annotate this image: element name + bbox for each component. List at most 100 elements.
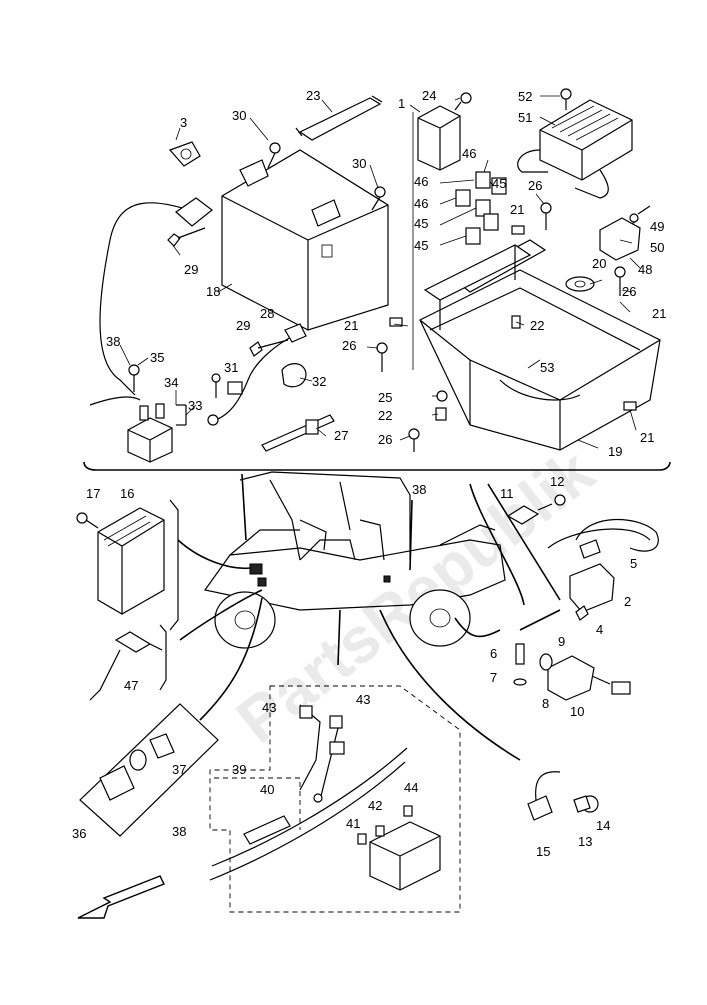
callout-label: 32 bbox=[312, 374, 326, 389]
wire-harness-main bbox=[89, 197, 213, 406]
callout-label: 25 bbox=[378, 390, 392, 405]
callout-label: 31 bbox=[224, 360, 238, 375]
callout-label: 47 bbox=[124, 678, 138, 693]
nut-25 bbox=[436, 390, 448, 402]
callout-label: 43 bbox=[262, 700, 276, 715]
callout-label: 22 bbox=[378, 408, 392, 423]
front-arrow-icon bbox=[77, 875, 165, 919]
ecu-module bbox=[517, 99, 633, 199]
callout-label: 26 bbox=[378, 432, 392, 447]
callout-label: 21 bbox=[640, 430, 654, 445]
callout-label: 8 bbox=[542, 696, 549, 711]
callout-label: 45 bbox=[414, 238, 428, 253]
coolant-temp-sensor bbox=[506, 494, 566, 525]
callout-label: 50 bbox=[650, 240, 664, 255]
callout-label: 26 bbox=[622, 284, 636, 299]
bolt-52 bbox=[560, 88, 572, 110]
callout-label: 49 bbox=[650, 219, 664, 234]
callout-label: 19 bbox=[608, 444, 622, 459]
callout-label: 3 bbox=[180, 115, 187, 130]
callout-label: 24 bbox=[422, 88, 436, 103]
vehicle-leader-lines bbox=[177, 473, 525, 761]
callout-label: 48 bbox=[638, 262, 652, 277]
battery bbox=[221, 149, 389, 331]
callout-label: 35 bbox=[150, 350, 164, 365]
battery-cable bbox=[207, 323, 307, 426]
cdi-unit bbox=[97, 499, 179, 631]
lean-angle-sensor bbox=[599, 205, 651, 261]
callout-label: 45 bbox=[414, 216, 428, 231]
callout-label: 1 bbox=[398, 96, 405, 111]
callout-label: 26 bbox=[342, 338, 356, 353]
right-bracket-upper bbox=[487, 483, 561, 601]
callout-label: 46 bbox=[414, 196, 428, 211]
callout-label: 43 bbox=[356, 692, 370, 707]
callout-label: 14 bbox=[596, 818, 610, 833]
bolt-26-upper bbox=[540, 202, 552, 230]
callout-label: 16 bbox=[120, 486, 134, 501]
callout-label: 20 bbox=[592, 256, 606, 271]
callout-label: 37 bbox=[172, 762, 186, 777]
cable-tie-27 bbox=[261, 414, 335, 452]
callout-label: 34 bbox=[164, 375, 178, 390]
bolt-29-lower bbox=[249, 339, 289, 357]
relay-bracket bbox=[423, 244, 532, 330]
callout-label: 12 bbox=[550, 474, 564, 489]
callout-label: 9 bbox=[558, 634, 565, 649]
starter-relay bbox=[127, 403, 187, 463]
sensor-47 bbox=[89, 624, 167, 701]
screw-29 bbox=[167, 227, 206, 247]
callout-label: 6 bbox=[490, 646, 497, 661]
callout-label: 30 bbox=[352, 156, 366, 171]
vehicle-illustration bbox=[203, 471, 506, 649]
callout-label: 36 bbox=[72, 826, 86, 841]
callout-label: 4 bbox=[596, 622, 603, 637]
callout-label: 41 bbox=[346, 816, 360, 831]
callout-label: 39 bbox=[232, 762, 246, 777]
callout-label: 5 bbox=[630, 556, 637, 571]
bolt-17 bbox=[76, 512, 99, 529]
callout-label: 13 bbox=[578, 834, 592, 849]
callout-label: 2 bbox=[624, 594, 631, 609]
fuse-box bbox=[412, 105, 461, 370]
callout-label: 18 bbox=[206, 284, 220, 299]
callout-label: 27 bbox=[334, 428, 348, 443]
callout-label: 11 bbox=[500, 486, 514, 501]
callout-label: 21 bbox=[344, 318, 358, 333]
callout-label: 46 bbox=[414, 174, 428, 189]
sensor-13-15 bbox=[527, 771, 599, 821]
bolt-35 bbox=[128, 364, 140, 392]
grommet-20 bbox=[565, 276, 595, 292]
callout-label: 23 bbox=[306, 88, 320, 103]
spark-plug bbox=[513, 643, 527, 686]
callout-label: 33 bbox=[188, 398, 202, 413]
callout-label: 29 bbox=[184, 262, 198, 277]
callout-label: 30 bbox=[232, 108, 246, 123]
top-section-bracket bbox=[83, 461, 671, 471]
callout-label: 21 bbox=[510, 202, 524, 217]
right-bracket-lower bbox=[519, 609, 561, 631]
ignition-coil bbox=[547, 518, 659, 621]
speed-sensor bbox=[79, 703, 219, 837]
callout-label: 42 bbox=[368, 798, 382, 813]
battery-bolt-30 bbox=[267, 142, 386, 211]
callout-label: 51 bbox=[518, 110, 532, 125]
callout-label: 7 bbox=[490, 670, 497, 685]
callout-label: 26 bbox=[528, 178, 542, 193]
leader-lines-top bbox=[119, 95, 641, 449]
callout-label: 21 bbox=[652, 306, 666, 321]
callout-label: 44 bbox=[404, 780, 418, 795]
bolt-26-right bbox=[614, 266, 626, 296]
callout-label: 15 bbox=[536, 844, 550, 859]
callout-label: 22 bbox=[530, 318, 544, 333]
callout-label: 52 bbox=[518, 89, 532, 104]
callout-label: 40 bbox=[260, 782, 274, 797]
bolt-24 bbox=[454, 92, 472, 111]
bolt-26-left bbox=[376, 342, 388, 372]
callout-label: 28 bbox=[260, 306, 274, 321]
callout-label: 38 bbox=[106, 334, 120, 349]
callout-label: 46 bbox=[462, 146, 476, 161]
callout-label: 38 bbox=[172, 824, 186, 839]
callout-label: 29 bbox=[236, 318, 250, 333]
